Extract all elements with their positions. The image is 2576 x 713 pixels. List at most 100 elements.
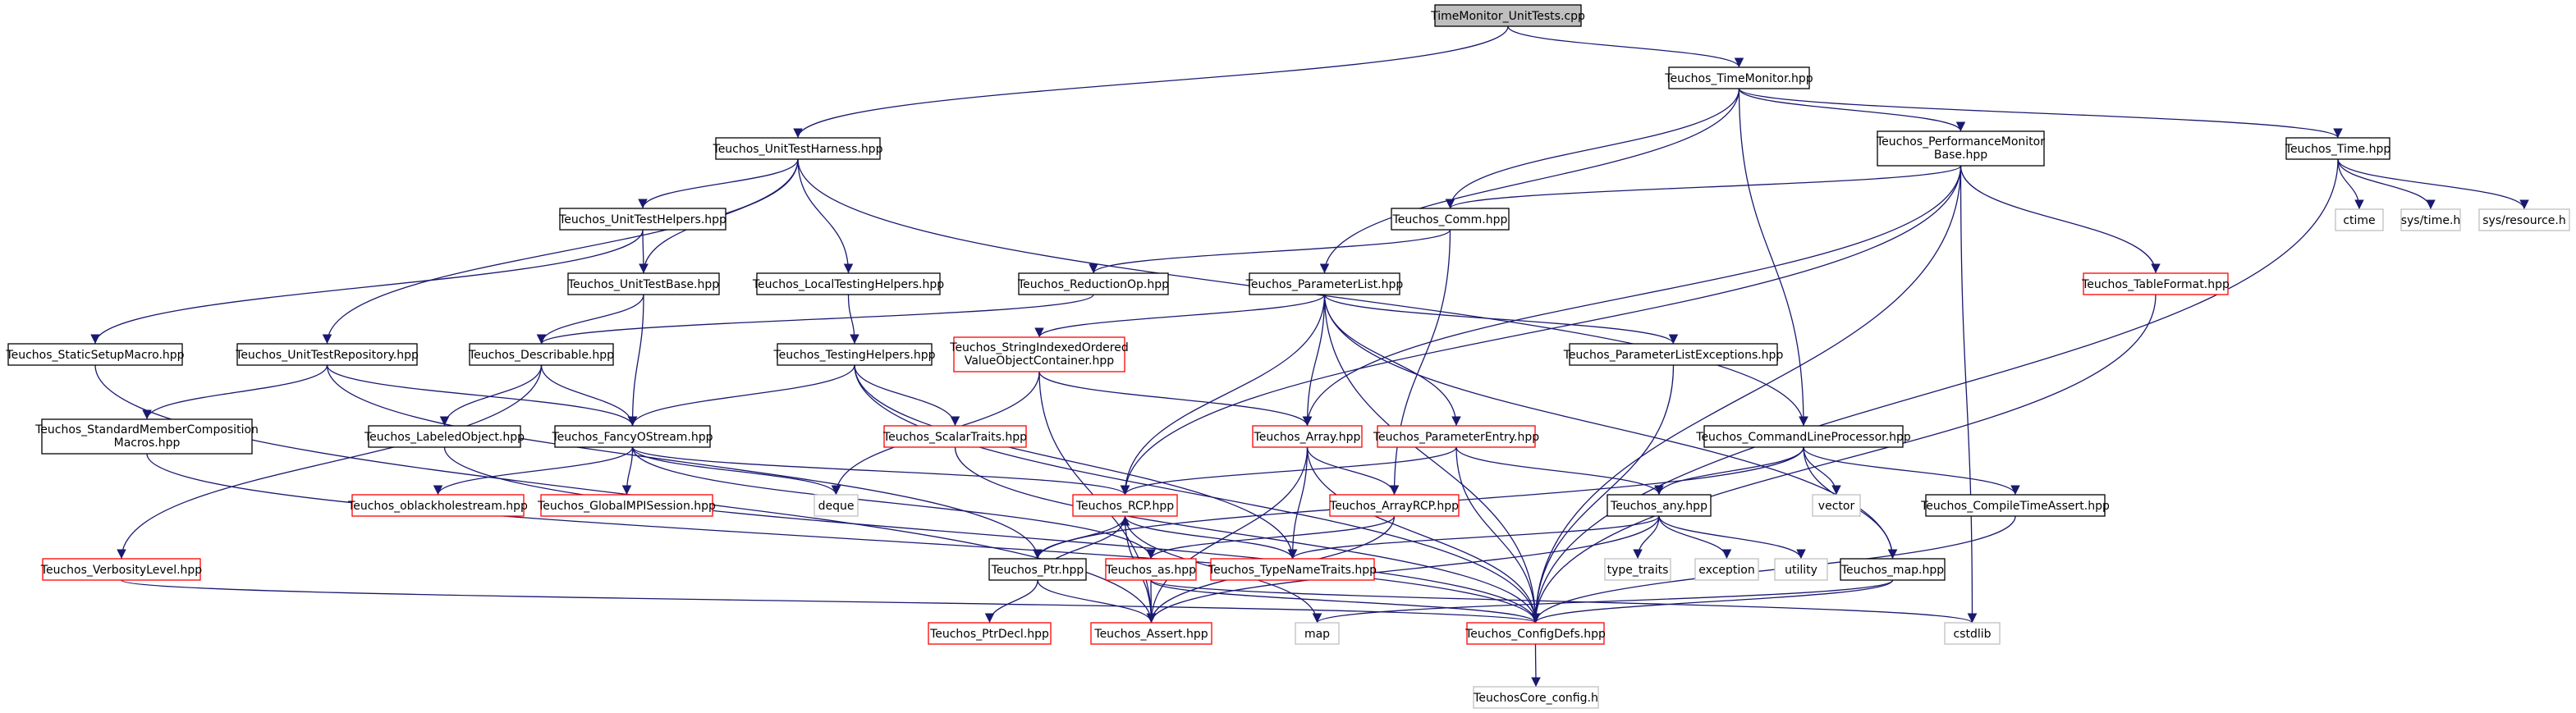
node-array[interactable]: Teuchos_Array.hpp	[1252, 425, 1363, 448]
node-box	[368, 425, 521, 448]
node-label: Teuchos_CompileTimeAssert.hpp	[1920, 500, 2110, 513]
node-utility[interactable]: utility	[1774, 558, 1828, 581]
node-label: sys/time.h	[2401, 214, 2461, 227]
node-describable[interactable]: Teuchos_Describable.hpp	[468, 343, 614, 366]
node-unittesthelpers[interactable]: Teuchos_UnitTestHelpers.hpp	[558, 208, 727, 231]
edge-configdefs-to-coreconfig	[1531, 643, 1541, 688]
edge-as-to-cstdlib	[1150, 579, 1977, 624]
node-sysresource[interactable]: sys/resource.h	[2478, 208, 2570, 231]
node-label: Teuchos_ParameterList.hpp	[1245, 278, 1404, 291]
node-reductionop[interactable]: Teuchos_ReductionOp.hpp	[1017, 272, 1169, 295]
node-label: Teuchos_Assert.hpp	[1093, 628, 1208, 641]
edge-unittestharness-to-unittesthelpers	[638, 158, 799, 209]
node-box	[554, 425, 711, 448]
node-testinghelpers[interactable]: Teuchos_TestingHelpers.hpp	[773, 343, 936, 366]
node-box	[988, 558, 1087, 581]
edge-perfmonbase-to-comm	[1445, 165, 1962, 209]
node-parameterentry[interactable]: Teuchos_ParameterEntry.hpp	[1373, 425, 1539, 448]
node-typenametraits[interactable]: Teuchos_TypeNameTraits.hpp	[1208, 558, 1377, 581]
edge-any-to-assert	[1146, 515, 1660, 624]
node-ptrdecl[interactable]: Teuchos_PtrDecl.hpp	[928, 622, 1052, 645]
edge-commandline-to-vector	[1803, 446, 1841, 496]
node-label: Teuchos_ParameterEntry.hpp	[1373, 431, 1539, 444]
edge-time-to-sysresource	[2337, 158, 2529, 210]
node-unittestrepo[interactable]: Teuchos_UnitTestRepository.hpp	[235, 343, 419, 366]
node-label: Teuchos_as.hpp	[1105, 564, 1196, 577]
node-cstdlib[interactable]: cstdlib	[1944, 622, 2001, 645]
node-box	[928, 622, 1052, 645]
node-label: Teuchos_CommandLineProcessor.hpp	[1695, 431, 1911, 444]
node-box	[883, 425, 1027, 448]
node-deque[interactable]: deque	[814, 494, 859, 517]
node-box	[1774, 558, 1828, 581]
edge-fancyostream-to-rcp	[631, 446, 1130, 496]
edge-testinghelpers-to-configdefs	[854, 364, 1541, 624]
node-labeledobject[interactable]: Teuchos_LabeledObject.hpp	[364, 425, 525, 448]
node-map[interactable]: map	[1295, 622, 1340, 645]
node-map_hpp[interactable]: Teuchos_map.hpp	[1840, 558, 1946, 581]
edge-timemonitor-to-parameterlist	[1319, 88, 1740, 274]
node-label: Teuchos_RCP.hpp	[1075, 500, 1174, 513]
node-comm[interactable]: Teuchos_Comm.hpp	[1391, 208, 1510, 231]
node-unittestbase[interactable]: Teuchos_UnitTestBase.hpp	[567, 272, 720, 295]
node-paramlistexceptions[interactable]: Teuchos_ParameterListExceptions.hpp	[1563, 343, 1784, 366]
node-box	[1295, 622, 1340, 645]
node-coreconfig[interactable]: TeuchosCore_config.h	[1473, 686, 1599, 709]
edge-timemonitor-to-time	[1738, 88, 2343, 139]
node-staticsetup[interactable]: Teuchos_StaticSetupMacro.hpp	[5, 343, 185, 366]
node-any[interactable]: Teuchos_any.hpp	[1607, 494, 1712, 517]
node-timemonitor[interactable]: Teuchos_TimeMonitor.hpp	[1664, 66, 1813, 89]
node-compiletimeassert[interactable]: Teuchos_CompileTimeAssert.hpp	[1920, 494, 2110, 517]
node-typetraits[interactable]: type_traits	[1604, 558, 1671, 581]
edge-unittestrepo-to-fancyostream	[326, 364, 638, 427]
node-localtesting[interactable]: Teuchos_LocalTestingHelpers.hpp	[752, 272, 944, 295]
node-box	[2285, 137, 2390, 160]
edge-reductionop-to-describable	[536, 294, 1094, 345]
node-label: Teuchos_Comm.hpp	[1392, 213, 1508, 226]
node-ctime[interactable]: ctime	[2335, 208, 2384, 231]
node-box	[2478, 208, 2570, 231]
node-verbosity[interactable]: Teuchos_VerbosityLevel.hpp	[40, 558, 203, 581]
node-commandline[interactable]: Teuchos_CommandLineProcessor.hpp	[1695, 425, 1911, 448]
dependency-nodes: TimeMonitor_UnitTests.cppTeuchos_TimeMon…	[5, 4, 2570, 709]
node-assert[interactable]: Teuchos_Assert.hpp	[1090, 622, 1212, 645]
node-parameterlist[interactable]: Teuchos_ParameterList.hpp	[1245, 272, 1404, 295]
node-globalmpi[interactable]: Teuchos_GlobalMPISession.hpp	[537, 494, 716, 517]
node-rcp[interactable]: Teuchos_RCP.hpp	[1072, 494, 1178, 517]
node-vector[interactable]: vector	[1812, 494, 1861, 517]
node-root[interactable]: TimeMonitor_UnitTests.cpp	[1430, 4, 1585, 27]
node-as[interactable]: Teuchos_as.hpp	[1105, 558, 1197, 581]
node-label: Teuchos_map.hpp	[1840, 564, 1944, 577]
node-box	[756, 272, 941, 295]
node-label: Teuchos_ArrayRCP.hpp	[1329, 500, 1459, 513]
node-time[interactable]: Teuchos_Time.hpp	[2285, 137, 2391, 160]
node-box	[567, 272, 720, 295]
node-label: Teuchos_UnitTestHarness.hpp	[713, 143, 883, 156]
node-label: Teuchos_VerbosityLevel.hpp	[40, 564, 203, 577]
edge-unittesthelpers-to-staticsetup	[90, 229, 644, 345]
node-arrayrcp[interactable]: Teuchos_ArrayRCP.hpp	[1329, 494, 1460, 517]
node-label: sys/resource.h	[2482, 214, 2565, 227]
node-ptr[interactable]: Teuchos_Ptr.hpp	[988, 558, 1087, 581]
node-oblackhole[interactable]: Teuchos_oblackholestream.hpp	[347, 494, 528, 517]
node-label: utility	[1785, 564, 1817, 577]
node-exception[interactable]: exception	[1694, 558, 1759, 581]
node-scalartraits[interactable]: Teuchos_ScalarTraits.hpp	[882, 425, 1027, 448]
node-label: Teuchos_Array.hpp	[1254, 431, 1361, 444]
node-tableformat[interactable]: Teuchos_TableFormat.hpp	[2081, 272, 2230, 295]
node-box	[1466, 622, 1605, 645]
node-configdefs[interactable]: Teuchos_ConfigDefs.hpp	[1464, 622, 1606, 645]
node-systime[interactable]: sys/time.h	[2400, 208, 2461, 231]
node-box	[715, 137, 881, 160]
node-unittestharness[interactable]: Teuchos_UnitTestHarness.hpp	[713, 137, 883, 160]
node-label: Teuchos_UnitTestHelpers.hpp	[558, 213, 727, 226]
node-fancyostream[interactable]: Teuchos_FancyOStream.hpp	[551, 425, 713, 448]
node-label: Teuchos_UnitTestBase.hpp	[567, 278, 719, 291]
node-label: Teuchos_LocalTestingHelpers.hpp	[752, 278, 944, 291]
edge-fancyostream-to-as	[631, 446, 1156, 560]
